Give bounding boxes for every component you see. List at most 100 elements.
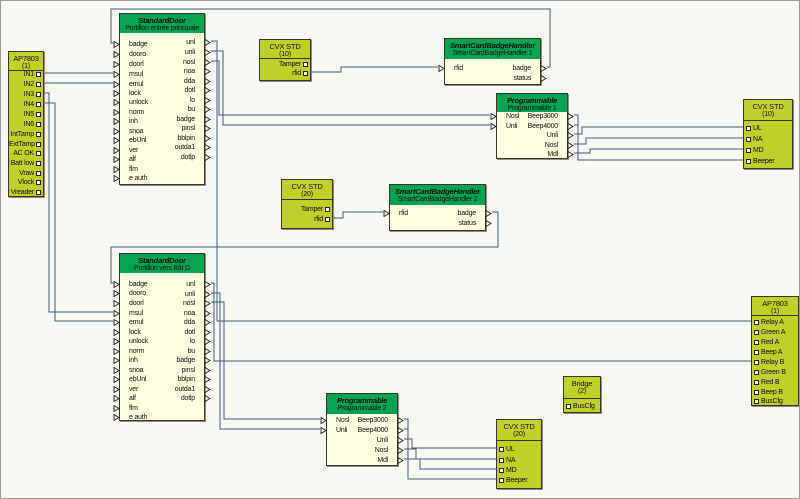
port-pinsl[interactable]: pinsl [120,124,211,133]
connector-square-icon[interactable] [754,380,759,385]
port-bblpin[interactable]: bblpin [120,134,211,143]
port-mdl[interactable]: Mdl [327,456,404,465]
connector-square-icon[interactable] [36,180,41,185]
connector-triangle-icon[interactable] [113,90,120,97]
port-badge[interactable]: badge [113,40,204,49]
wire-badge1-loop[interactable] [110,8,551,68]
connector-triangle-icon[interactable] [113,61,120,68]
connector-square-icon[interactable] [325,207,330,212]
port-nosl[interactable]: nosl [120,58,211,67]
port-msul[interactable]: msul [113,309,204,318]
block-bridge[interactable]: Bridge(2)BusCfg [563,376,601,413]
connector-triangle-icon[interactable] [204,39,211,46]
port-doorl[interactable]: doorl [113,60,204,69]
port-bu[interactable]: bu [120,347,211,356]
port-rfid[interactable]: rfid [260,69,310,78]
port-doorl[interactable]: doorl [113,299,204,308]
port-relay-a[interactable]: Relay A [752,318,798,327]
port-unli[interactable]: unli [120,290,211,299]
port-ul[interactable]: UL [744,124,792,133]
port-in5[interactable]: IN5 [9,110,43,119]
wire-p2-beep-beeper[interactable] [404,418,496,480]
port-ebunl[interactable]: ebUnl [113,136,204,145]
connector-triangle-icon[interactable] [113,118,120,125]
port-dotl[interactable]: dotl [120,328,211,337]
port-rfid[interactable]: rfid [282,215,332,224]
connector-triangle-icon[interactable] [204,97,211,104]
port-bu[interactable]: bu [120,105,211,114]
connector-square-icon[interactable] [303,71,308,76]
connector-triangle-icon[interactable] [567,123,574,130]
connector-square-icon[interactable] [36,82,41,87]
connector-triangle-icon[interactable] [567,132,574,139]
port-ac-ok[interactable]: AC OK [9,149,43,158]
connector-square-icon[interactable] [36,190,41,195]
port-exttamp[interactable]: ExtTamp [9,140,43,149]
port-beeper[interactable]: Beeper [497,476,541,485]
port-vreader[interactable]: Vreader [9,188,43,197]
connector-triangle-icon[interactable] [113,414,120,421]
port-snoa[interactable]: snoa [113,366,204,375]
connector-triangle-icon[interactable] [113,81,120,88]
connector-square-icon[interactable] [36,72,41,77]
connector-triangle-icon[interactable] [490,113,497,120]
connector-triangle-icon[interactable] [540,75,547,82]
port-in6[interactable]: IN6 [9,120,43,129]
connector-triangle-icon[interactable] [204,376,211,383]
connector-square-icon[interactable] [36,92,41,97]
connector-square-icon[interactable] [754,320,759,325]
wire-p2-nosl-na[interactable] [404,448,496,460]
connector-square-icon[interactable] [36,142,41,147]
port-tamper[interactable]: Tamper [260,60,310,69]
wire-p1-beep-beeper[interactable] [574,114,743,161]
connector-triangle-icon[interactable] [113,386,120,393]
connector-triangle-icon[interactable] [397,417,404,424]
port-unlock[interactable]: unlock [113,98,204,107]
connector-triangle-icon[interactable] [113,71,120,78]
connector-square-icon[interactable] [754,340,759,345]
port-snoa[interactable]: snoa [113,127,204,136]
connector-square-icon[interactable] [36,112,41,117]
port-badge[interactable]: badge [113,280,204,289]
wire-sd2-unl-relayB[interactable] [211,282,751,362]
connector-triangle-icon[interactable] [204,281,211,288]
connector-triangle-icon[interactable] [204,319,211,326]
connector-triangle-icon[interactable] [490,123,497,130]
connector-triangle-icon[interactable] [204,348,211,355]
connector-triangle-icon[interactable] [204,395,211,402]
port-unli[interactable]: Unli [497,131,574,140]
port-unli[interactable]: unli [120,48,211,57]
wire-in3-sd2-msul[interactable] [44,92,113,313]
port-relay-b[interactable]: Relay B [752,358,798,367]
port-beep-b[interactable]: Beep B [752,388,798,397]
port-unlock[interactable]: unlock [113,337,204,346]
connector-triangle-icon[interactable] [113,109,120,116]
connector-triangle-icon[interactable] [397,447,404,454]
connector-square-icon[interactable] [36,122,41,127]
wire-sd1-unl-relayA[interactable] [211,40,751,322]
port-na[interactable]: NA [744,135,792,144]
connector-triangle-icon[interactable] [113,166,120,173]
port-inttamp[interactable]: IntTamp [9,130,43,139]
port-outda1[interactable]: outda1 [120,143,211,152]
wire-in4-sd2-emul[interactable] [44,102,113,322]
port-inh[interactable]: inh [113,356,204,365]
port-dotl[interactable]: dotl [120,86,211,95]
port-nosl[interactable]: Nosl [327,446,404,455]
port-red-b[interactable]: Red B [752,378,798,387]
wire-badge2-loop[interactable] [110,211,499,284]
port-dotlp[interactable]: dotlp [120,153,211,162]
connector-triangle-icon[interactable] [113,376,120,383]
port-in2[interactable]: IN2 [9,80,43,89]
connector-triangle-icon[interactable] [113,290,120,297]
port-ver[interactable]: ver [113,385,204,394]
connector-triangle-icon[interactable] [204,116,211,123]
port-flm[interactable]: flm [113,165,204,174]
port-md[interactable]: MD [497,466,541,475]
connector-triangle-icon[interactable] [113,367,120,374]
